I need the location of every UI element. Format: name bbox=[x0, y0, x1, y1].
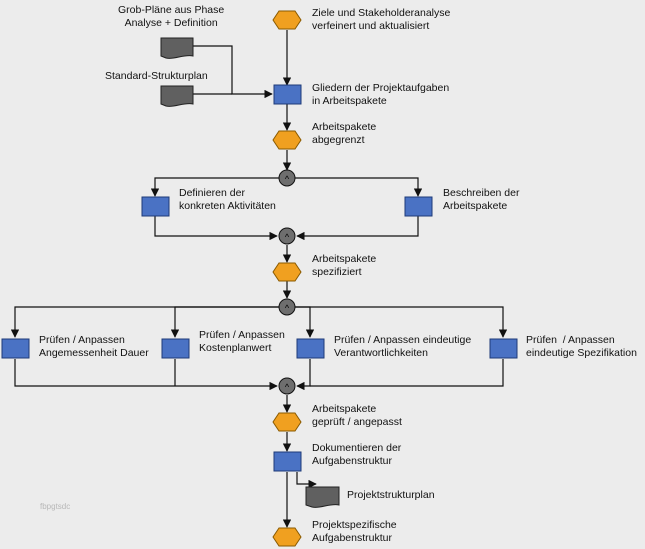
function-dokumentieren bbox=[273, 451, 302, 472]
label-function-pruefen-spezifikation: Prüfen / Anpassen eindeutige Spezifikati… bbox=[526, 334, 637, 359]
label-grob: Grob-Pläne aus Phase Analyse + Definitio… bbox=[118, 4, 225, 29]
line-dokumentieren-to-psp bbox=[296, 472, 317, 489]
function-pruefen-dauer bbox=[1, 338, 30, 359]
line-join2-spezifikation bbox=[310, 359, 504, 387]
and-symbol-1: ^ bbox=[285, 174, 290, 184]
label-function-definieren: Definieren der konkreten Aktivitäten bbox=[179, 187, 276, 212]
label-function-pruefen-kosten: Prüfen / Anpassen Kostenplanwert bbox=[199, 329, 285, 354]
label-function-pruefen-dauer: Prüfen / Anpassen Angemessenheit Dauer bbox=[39, 334, 149, 359]
document-projektstrukturplan bbox=[305, 486, 340, 508]
and-symbol-3: ^ bbox=[285, 303, 290, 313]
and-join-2 bbox=[278, 377, 296, 395]
and-split-2 bbox=[278, 298, 296, 316]
document-grob bbox=[160, 37, 194, 59]
label-event-ziele: Ziele und Stakeholderanalyse verfeinert … bbox=[312, 7, 451, 32]
line-join2-dauer bbox=[14, 359, 278, 391]
line-join1-right bbox=[296, 216, 419, 241]
label-function-dokumentieren: Dokumentieren der Aufgabenstruktur bbox=[312, 442, 402, 467]
label-output-projektstrukturplan: Projektstrukturplan bbox=[347, 489, 435, 501]
label-function-beschreiben: Beschreiben der Arbeitspakete bbox=[443, 187, 520, 212]
watermark-text: fbpgtsdc bbox=[40, 502, 71, 511]
line-split1-right bbox=[295, 177, 423, 197]
flow-lines bbox=[10, 30, 508, 528]
line-split2-spezifikation bbox=[295, 306, 508, 338]
label-event-spezifiziert: Arbeitspakete spezifiziert bbox=[312, 253, 377, 278]
line-grob-to-gliedern bbox=[193, 45, 273, 99]
function-beschreiben bbox=[404, 196, 433, 217]
label-event-projektspezifisch: Projektspezifische Aufgabenstruktur bbox=[312, 519, 397, 544]
and-symbol-2: ^ bbox=[285, 232, 290, 242]
document-standard bbox=[160, 85, 194, 107]
event-ziele bbox=[272, 10, 302, 30]
event-geprueft bbox=[272, 412, 302, 432]
label-function-gliedern: Gliedern der Projektaufgaben in Arbeitsp… bbox=[312, 82, 450, 107]
line-split2-kosten bbox=[170, 306, 279, 338]
line-split1-left bbox=[150, 177, 279, 197]
and-symbol-4: ^ bbox=[285, 382, 290, 392]
function-pruefen-spezifikation bbox=[489, 338, 518, 359]
label-standard: Standard-Strukturplan bbox=[105, 70, 208, 82]
line-join1-left bbox=[154, 216, 278, 241]
function-definieren bbox=[141, 196, 170, 217]
line-split2-verantwortlich bbox=[295, 306, 315, 338]
event-projektspezifisch bbox=[272, 527, 302, 547]
and-join-1 bbox=[278, 227, 296, 245]
event-abgegrenzt bbox=[272, 130, 302, 150]
label-event-abgegrenzt: Arbeitspakete abgegrenzt bbox=[312, 121, 377, 146]
and-split-1 bbox=[278, 169, 296, 187]
event-spezifiziert bbox=[272, 262, 302, 282]
line-join2-verantwortlich bbox=[296, 359, 311, 391]
function-pruefen-verantwortlich bbox=[296, 338, 325, 359]
label-event-geprueft: Arbeitspakete geprüft / angepasst bbox=[312, 403, 402, 428]
function-gliedern bbox=[273, 84, 302, 105]
function-pruefen-kosten bbox=[161, 338, 190, 359]
label-function-pruefen-verantwortlich: Prüfen / Anpassen eindeutige Verantwortl… bbox=[334, 334, 472, 359]
and-connectors: ^ ^ ^ ^ bbox=[278, 169, 296, 395]
